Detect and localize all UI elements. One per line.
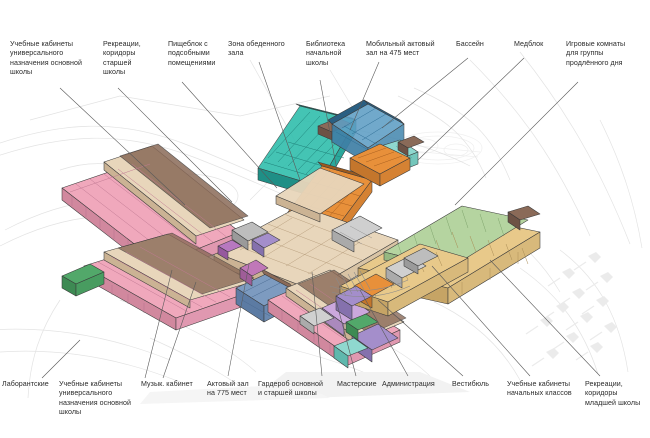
callout-label-igrovye-komnaty: Игровые комнаты для группы продлённого д…: [566, 40, 626, 67]
leader-line-medblok: [417, 57, 525, 161]
zone-accent-blocks: [217, 239, 269, 287]
callout-label-uchebnye-kabinety-nachalnyh: Учебные кабинеты начальных классов: [507, 380, 572, 398]
callout-label-aktovyy-zal-775: Актовый зал на 775 мест: [207, 380, 249, 398]
zone-service-blocks-upper: [231, 221, 281, 258]
callout-label-zona-obedennogo-zala: Зона обеденного зала: [228, 40, 285, 58]
callout-label-mobilnyy-aktovyy-zal: Мобильный актовый зал на 475 мест: [366, 40, 435, 58]
leader-line-uchebnye-kabinety-osnovnoy-2: [144, 269, 173, 379]
callout-label-garderob: Гардероб основной и старшей школы: [258, 380, 323, 398]
leader-line-basseyn: [381, 57, 469, 129]
leader-line-rekreatsii-mladshey: [489, 259, 601, 377]
callout-label-administratsiya: Администрация: [382, 380, 435, 388]
zone-dining-orange-2: [349, 143, 411, 187]
leader-line-biblioteka-nachalnoy: [319, 79, 338, 171]
callout-label-basseyn: Бассейн: [456, 40, 484, 48]
site-trees: [525, 252, 617, 367]
zone-corridor-upper: [275, 167, 365, 223]
entrance-canopy: [329, 270, 411, 297]
callout-label-rekreatsii-starshey: Рекреации, коридоры старшей школы: [103, 40, 141, 77]
leader-line-igrovye-komnaty: [454, 81, 579, 206]
callout-label-pishcheblok: Пищеблок с подсобными помещениями: [168, 40, 216, 67]
callout-label-biblioteka-nachalnoy: Библиотека начальной школы: [306, 40, 346, 67]
leader-line-pishcheblok: [181, 81, 278, 189]
roof-strip-brown-2: [397, 135, 425, 157]
callout-label-rekreatsii-mladshey: Рекреации, коридоры младшей школы: [585, 380, 641, 407]
site-paving: [140, 372, 470, 404]
leader-line-mobilnyy-aktovyy-zal: [349, 61, 380, 131]
leader-line-masterskie: [335, 299, 357, 377]
leader-line-zona-obedennogo-zala: [258, 61, 301, 181]
leader-line-garderob: [311, 271, 323, 377]
leader-line-administratsiya: [359, 289, 409, 377]
leader-line-uchebnye-kabinety-nachalnyh: [431, 265, 531, 377]
leader-line-laborantskie: [41, 339, 81, 379]
zone-classrooms-pink-lower: [61, 232, 255, 331]
leader-line-aktovyy-zal-775: [227, 263, 250, 377]
callout-label-masterskie: Мастерские: [337, 380, 377, 388]
callout-label-vestibyul: Вестибюль: [452, 380, 489, 388]
callout-label-uchebnye-kabinety-osnovnoy: Учебные кабинеты универсального назначен…: [10, 40, 82, 77]
leader-lines: [41, 57, 601, 379]
leader-line-rekreatsii-starshey: [117, 87, 233, 203]
callout-label-laborantskie: Лаборантские: [2, 380, 49, 388]
zone-service-gray: [331, 215, 383, 253]
leader-line-vestibyul: [377, 299, 464, 377]
leader-line-uchebnye-kabinety-osnovnoy: [59, 87, 186, 206]
callout-label-muzyk-kabinet: Музык. кабинет: [141, 380, 193, 388]
callout-label-uchebnye-kabinety-osnovnoy-2: Учебные кабинеты универсального назначен…: [59, 380, 131, 417]
callout-label-medblok: Медблок: [514, 40, 544, 48]
building-model: [61, 99, 541, 369]
leader-line-muzyk-kabinet: [162, 281, 197, 379]
